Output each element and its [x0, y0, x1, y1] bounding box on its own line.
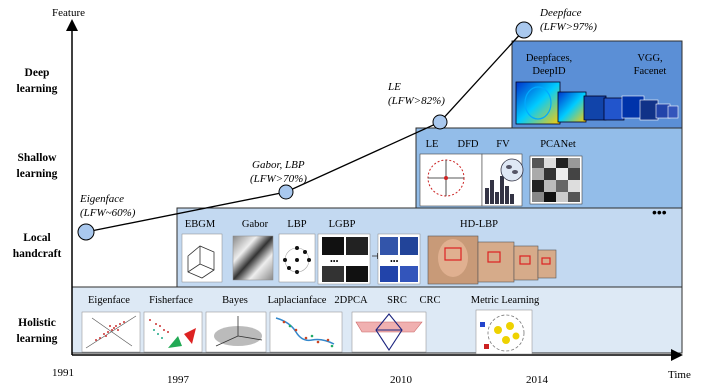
- shallow-method-label: FV: [496, 139, 510, 150]
- shallow-method-label: DFD: [457, 139, 478, 150]
- level-label-deep: Deep: [25, 67, 50, 79]
- svg-text:•••: •••: [330, 257, 339, 266]
- hd-lbp-thumbnail: [427, 235, 557, 285]
- deep-method-label: DeepID: [532, 66, 566, 77]
- year-tick: 2014: [526, 374, 549, 385]
- holistic-method-label: Eigenface: [88, 295, 130, 306]
- le-thumbnail: [419, 153, 483, 207]
- bayes-thumbnail: [205, 311, 267, 353]
- milestone-method: Deepface: [539, 7, 582, 19]
- svg-text:•••: •••: [390, 257, 399, 266]
- holistic-method-label: Laplacianface: [268, 295, 327, 306]
- lgbp-thumbnail: ••• •••: [317, 233, 421, 285]
- local-method-label: Gabor: [242, 219, 269, 230]
- year-tick: 1991: [52, 367, 74, 379]
- level-label-holistic: Holistic: [18, 317, 56, 329]
- shallow-method-label: LE: [426, 139, 439, 150]
- ebgm-thumbnail: [181, 233, 223, 283]
- milestone-accuracy: (LFW>70%): [250, 173, 307, 185]
- level-label-local: handcraft: [13, 248, 62, 260]
- local-method-label: LBP: [287, 219, 306, 230]
- local-method-label: EBGM: [185, 219, 216, 230]
- trend-line: [85, 29, 525, 233]
- metric-learning-thumbnail: [475, 309, 533, 355]
- gabor-thumbnail: [232, 235, 274, 281]
- laplacianface-thumbnail: [269, 311, 343, 353]
- holistic-method-label: Bayes: [222, 295, 248, 306]
- holistic-method-label: CRC: [419, 295, 440, 306]
- holistic-method-label: Metric Learning: [471, 295, 540, 306]
- milestone-method: Eigenface: [79, 193, 124, 205]
- dfd-fv-thumbnail: [481, 153, 524, 207]
- milestone-marker: [432, 114, 448, 130]
- src-thumbnail: [351, 311, 427, 353]
- lbp-thumbnail: [278, 233, 316, 283]
- milestone-method: Gabor, LBP: [252, 159, 305, 171]
- x-axis-title: Time: [668, 369, 691, 381]
- local-method-label: HD-LBP: [460, 219, 498, 230]
- holistic-method-label: SRC: [387, 295, 407, 306]
- deep-method-label: Facenet: [634, 66, 667, 77]
- local-method-label: LGBP: [329, 219, 356, 230]
- continuation-ellipsis: •••: [652, 204, 667, 220]
- holistic-method-label: 2DPCA: [334, 295, 368, 306]
- pcanet-thumbnail: [529, 155, 583, 205]
- milestone-marker: [278, 184, 294, 200]
- milestone-accuracy: (LFW~60%): [80, 207, 136, 219]
- level-label-local: Local: [23, 232, 50, 244]
- level-label-shallow: learning: [17, 168, 58, 180]
- milestone-method: LE: [387, 81, 401, 93]
- milestone-marker: [515, 21, 533, 39]
- level-label-deep: learning: [17, 83, 58, 95]
- fisherface-thumbnail: [143, 311, 203, 353]
- milestone-marker: [77, 223, 95, 241]
- year-tick: 1997: [167, 374, 190, 385]
- milestone-accuracy: (LFW>82%): [388, 95, 445, 107]
- deep-method-label: Deepfaces,: [526, 53, 572, 64]
- milestone-accuracy: (LFW>97%): [540, 21, 597, 33]
- y-axis-title: Feature: [52, 7, 85, 19]
- deep-feature-maps-thumbnail: [515, 81, 679, 125]
- shallow-method-label: PCANet: [540, 139, 576, 150]
- holistic-method-label: Fisherface: [149, 295, 193, 306]
- year-tick: 2010: [390, 374, 413, 385]
- deep-method-label: VGG,: [637, 53, 662, 64]
- eigenface-thumbnail: [81, 311, 141, 353]
- level-label-holistic: learning: [17, 333, 58, 345]
- level-label-shallow: Shallow: [18, 152, 58, 164]
